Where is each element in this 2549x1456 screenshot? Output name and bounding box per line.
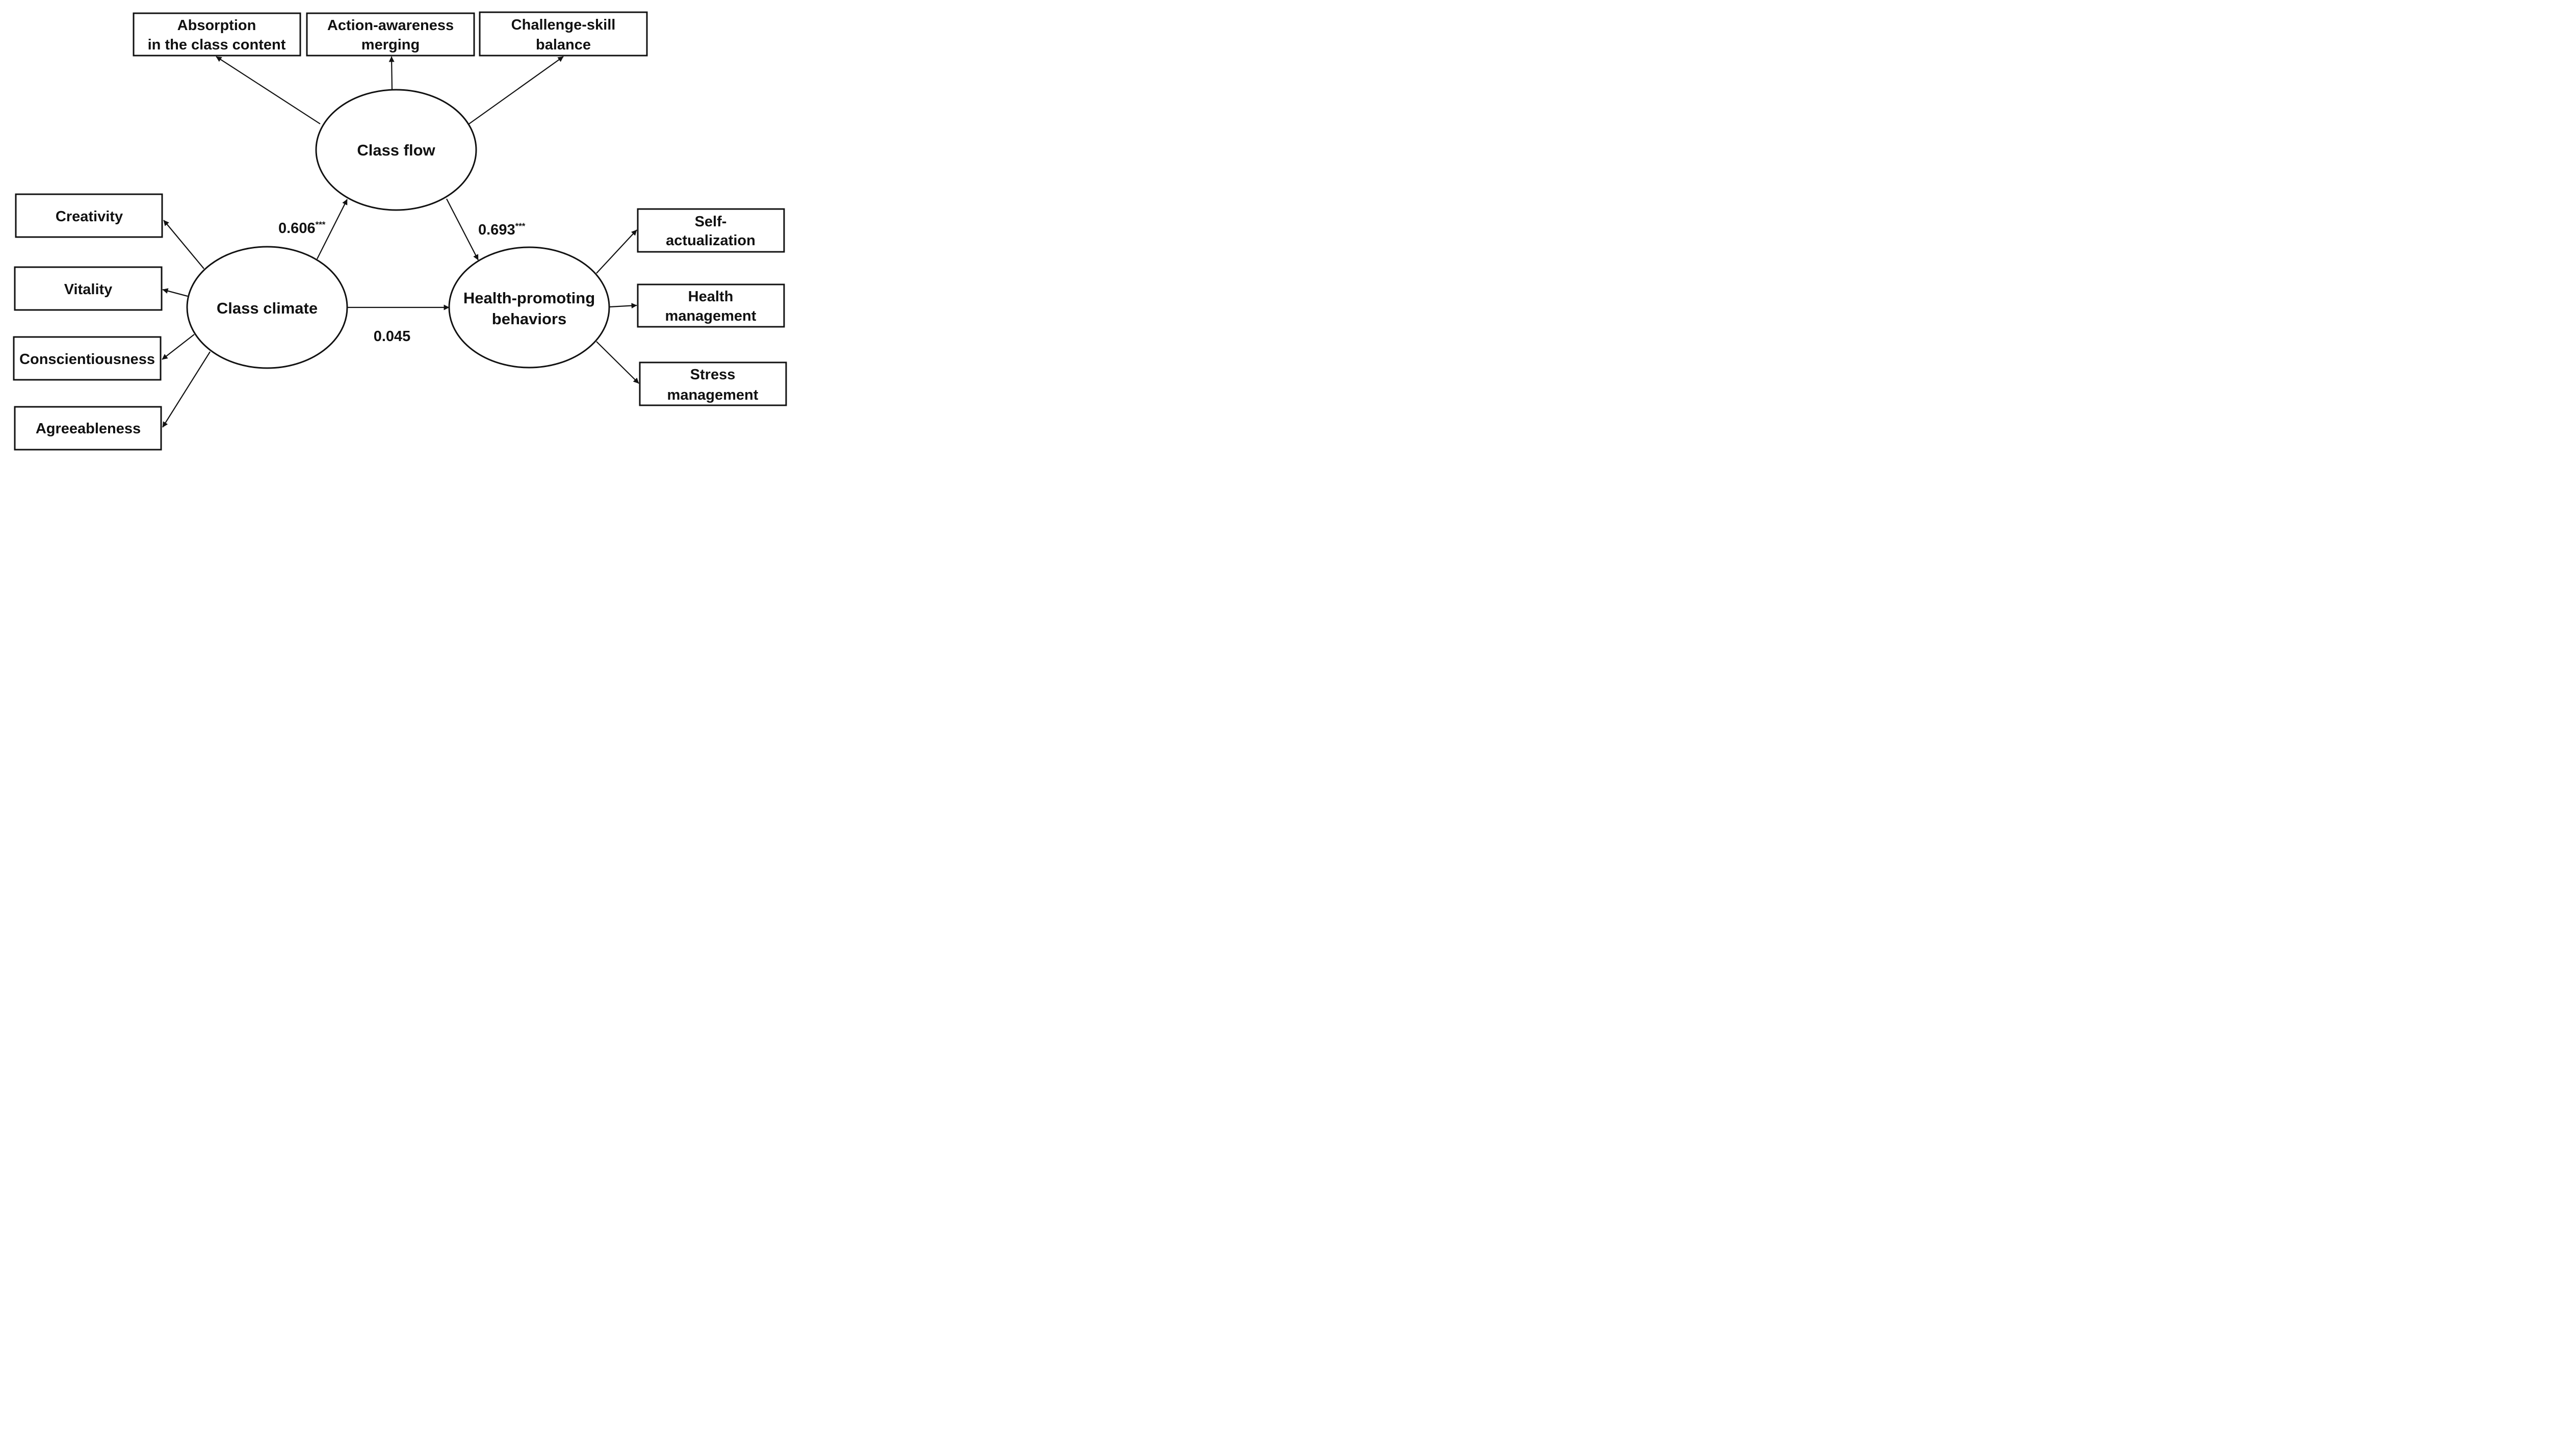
significance-stars: ***: [515, 221, 526, 231]
indicator-absorption: Absorption in the class content: [133, 12, 301, 57]
indicator-label-line1: Self-: [695, 214, 727, 230]
latent-label: Class climate: [217, 299, 318, 317]
path-diagram: Absorption in the class content Action-a…: [13, 11, 787, 451]
edges: [162, 56, 639, 428]
indicator-label-line1: Absorption: [177, 17, 256, 34]
indicator-challenge-skill: Challenge-skill balance: [479, 11, 648, 57]
significance-stars: ***: [316, 220, 326, 229]
edge-hpb-to-stress-management: [596, 341, 639, 384]
indicator-box: [637, 283, 785, 328]
indicator-box: [639, 361, 787, 406]
edge-flow-to-hpb: [446, 198, 479, 261]
latent-ellipse: [186, 246, 348, 369]
indicator-box: [479, 11, 648, 57]
indicator-conscientiousness: Conscientiousness: [13, 336, 162, 381]
edge-flow-to-absorption: [216, 56, 321, 124]
indicator-label: Vitality: [64, 281, 113, 298]
latent-label-line2: behaviors: [492, 310, 566, 328]
indicator-label-line2: in the class content: [148, 37, 286, 53]
edge-climate-to-vitality: [162, 288, 188, 297]
indicator-label-line2: balance: [536, 37, 591, 53]
indicator-vitality: Vitality: [14, 266, 163, 311]
path-coefficient-flow-hpb: 0.693***: [478, 221, 526, 238]
indicator-box: [133, 12, 301, 57]
indicator-label: Conscientiousness: [19, 351, 155, 368]
indicator-label-line1: Stress: [690, 367, 736, 383]
indicator-agreeableness: Agreeableness: [14, 406, 162, 451]
edge-climate-to-flow: [317, 199, 348, 259]
edge-flow-to-challenge-skill: [469, 56, 564, 124]
latent-class-climate: Class climate: [186, 246, 348, 369]
edge-climate-to-conscientiousness: [162, 334, 195, 360]
edge-climate-to-creativity: [163, 220, 204, 269]
latent-label: Class flow: [357, 141, 435, 159]
latent-health-promoting-behaviors: Health-promoting behaviors: [448, 246, 610, 369]
path-coefficient-climate-hpb: 0.045: [374, 328, 411, 345]
indicator-action-awareness: Action-awareness merging: [306, 12, 475, 57]
indicator-label-line2: merging: [361, 37, 420, 53]
indicator-stress-management: Stress management: [639, 361, 787, 406]
indicator-label-line2: actualization: [666, 232, 756, 249]
indicator-label-line2: management: [667, 387, 759, 403]
edge-climate-to-agreeableness: [162, 351, 211, 428]
edge-hpb-to-self-actualization: [596, 229, 637, 274]
latent-class-flow: Class flow: [315, 89, 477, 211]
coefficient-value: 0.693: [478, 222, 515, 238]
indicator-box: [14, 266, 163, 311]
latent-ellipse: [315, 89, 477, 211]
indicator-self-actualization: Self- actualization: [637, 208, 785, 253]
indicator-health-management: Health management: [637, 283, 785, 328]
indicator-box: [15, 193, 163, 238]
indicator-label: Creativity: [56, 209, 123, 225]
edge-hpb-to-health-management: [609, 303, 637, 309]
indicator-box: [306, 12, 475, 57]
indicator-label-line1: Action-awareness: [327, 17, 454, 34]
indicator-label-line2: management: [665, 308, 757, 324]
path-coefficient-climate-flow: 0.606***: [278, 220, 326, 237]
indicator-creativity: Creativity: [15, 193, 163, 238]
coefficient-value: 0.606: [278, 220, 316, 237]
latent-ellipse: [448, 246, 610, 369]
indicator-box: [14, 406, 162, 451]
indicator-label: Agreeableness: [36, 421, 141, 437]
indicator-label-line1: Challenge-skill: [511, 17, 616, 33]
indicator-box: [13, 336, 162, 381]
latent-label-line1: Health-promoting: [463, 289, 595, 307]
indicator-box: [637, 208, 785, 253]
indicator-label-line1: Health: [688, 289, 734, 305]
